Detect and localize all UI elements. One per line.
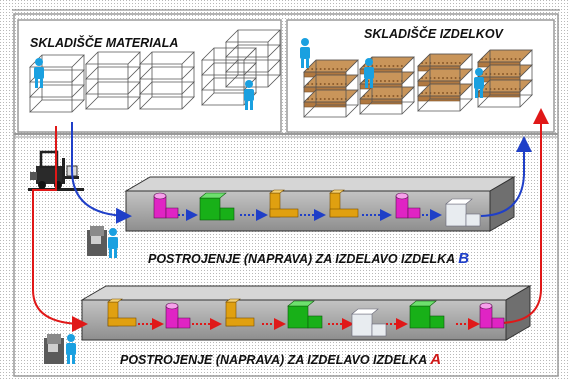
worker-icon <box>108 228 118 258</box>
part-icon <box>269 189 299 218</box>
shelf-rack-icon <box>477 49 533 108</box>
line-a-tag: A <box>430 351 442 368</box>
shelf-rack-icon <box>225 29 281 88</box>
worker-icon <box>300 38 310 68</box>
part-icon <box>445 198 481 227</box>
part-icon <box>479 302 505 329</box>
part-icon <box>409 300 445 329</box>
part-icon <box>287 300 323 329</box>
line-b-tag: B <box>458 250 470 267</box>
line-b-parts <box>153 189 481 227</box>
products-racks <box>303 49 533 118</box>
workers <box>34 38 484 364</box>
part-icon <box>153 192 179 219</box>
line-a-parts <box>107 298 505 337</box>
line-b-label-text: POSTROJENJE (NAPRAVA) ZA IZDELAVO IZDELK… <box>148 252 455 266</box>
materials-storage-title: SKLADIŠČE MATERIALA <box>30 36 179 50</box>
flow-a-input <box>32 126 88 332</box>
shelf-rack-icon <box>139 51 195 110</box>
flow-b-output <box>480 136 532 217</box>
part-icon <box>107 298 137 327</box>
worker-icon <box>66 334 76 364</box>
materials-racks <box>29 29 281 113</box>
part-icon <box>329 189 359 218</box>
part-icon <box>395 192 421 219</box>
part-icon <box>351 308 387 337</box>
machine-icon <box>44 334 64 364</box>
worker-icon <box>244 80 254 110</box>
part-icon <box>199 192 235 221</box>
worker-icon <box>34 58 44 88</box>
worker-icon <box>474 68 484 98</box>
flow-b-input <box>71 122 132 224</box>
outer-frame <box>13 13 559 377</box>
flow-a-output <box>499 108 549 324</box>
shelf-rack-icon <box>303 59 359 118</box>
line-a-label: POSTROJENJE (NAPRAVA) ZA IZDELAVO IZDELK… <box>120 351 441 368</box>
part-icon <box>225 298 255 327</box>
line-b-label: POSTROJENJE (NAPRAVA) ZA IZDELAVO IZDELK… <box>148 250 469 267</box>
line-a-label-text: POSTROJENJE (NAPRAVA) ZA IZDELAVO IZDELK… <box>120 353 427 367</box>
shelf-rack-icon <box>417 53 473 112</box>
machine-icon <box>87 226 107 256</box>
worker-icon <box>364 58 374 88</box>
part-icon <box>165 302 191 329</box>
products-storage-title: SKLADIŠČE IZDELKOV <box>364 27 503 41</box>
